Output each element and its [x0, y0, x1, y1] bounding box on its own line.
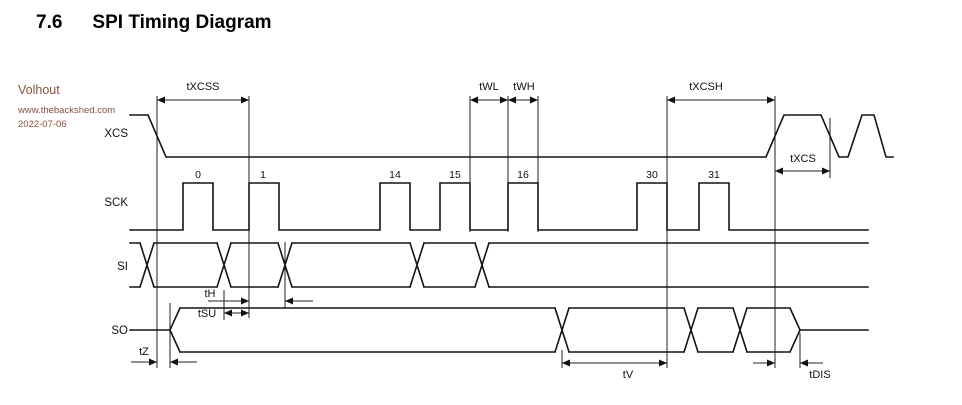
dimension-arrows	[131, 96, 830, 367]
dimension-extension-lines	[156, 96, 831, 368]
signal-label-si: SI	[117, 261, 128, 273]
clock-number-16: 16	[517, 169, 529, 181]
timing-label-tsu: tSU	[198, 308, 216, 320]
signal-label-so: SO	[111, 325, 128, 337]
timing-label-txcss: tXCSS	[186, 81, 219, 93]
clock-number-15: 15	[449, 169, 461, 181]
page-title: 7.6 SPI Timing Diagram	[36, 12, 272, 34]
timing-label-tz: tZ	[139, 346, 149, 358]
timing-label-twh: tWH	[513, 81, 534, 93]
watermark-site: www.thebackshed.com	[18, 104, 116, 116]
section-number: 7.6	[36, 12, 63, 33]
watermark-date: 2022-07-06	[18, 119, 67, 131]
clock-number-1: 1	[260, 169, 266, 181]
timing-label-txcsh: tXCSH	[689, 81, 723, 93]
so-waveform	[129, 306, 869, 354]
timing-label-txcs: tXCS	[790, 153, 816, 165]
clock-number-14: 14	[389, 169, 401, 181]
timing-label-twl: tWL	[479, 81, 499, 93]
watermark-author: Volhout	[18, 83, 60, 97]
clock-number-31: 31	[708, 169, 720, 181]
signal-label-xcs: XCS	[104, 128, 128, 140]
si-waveform	[129, 241, 869, 289]
clock-number-30: 30	[646, 169, 658, 181]
signal-label-sck: SCK	[104, 197, 128, 209]
xcs-waveform	[129, 114, 894, 158]
sck-waveform	[129, 182, 869, 231]
timing-label-th: tH	[205, 288, 216, 300]
section-title: SPI Timing Diagram	[92, 12, 272, 33]
timing-label-tdis: tDIS	[809, 369, 830, 381]
clock-number-0: 0	[195, 169, 201, 181]
watermark: Volhout www.thebackshed.com 2022-07-06	[18, 83, 116, 131]
timing-label-tv: tV	[623, 369, 634, 381]
